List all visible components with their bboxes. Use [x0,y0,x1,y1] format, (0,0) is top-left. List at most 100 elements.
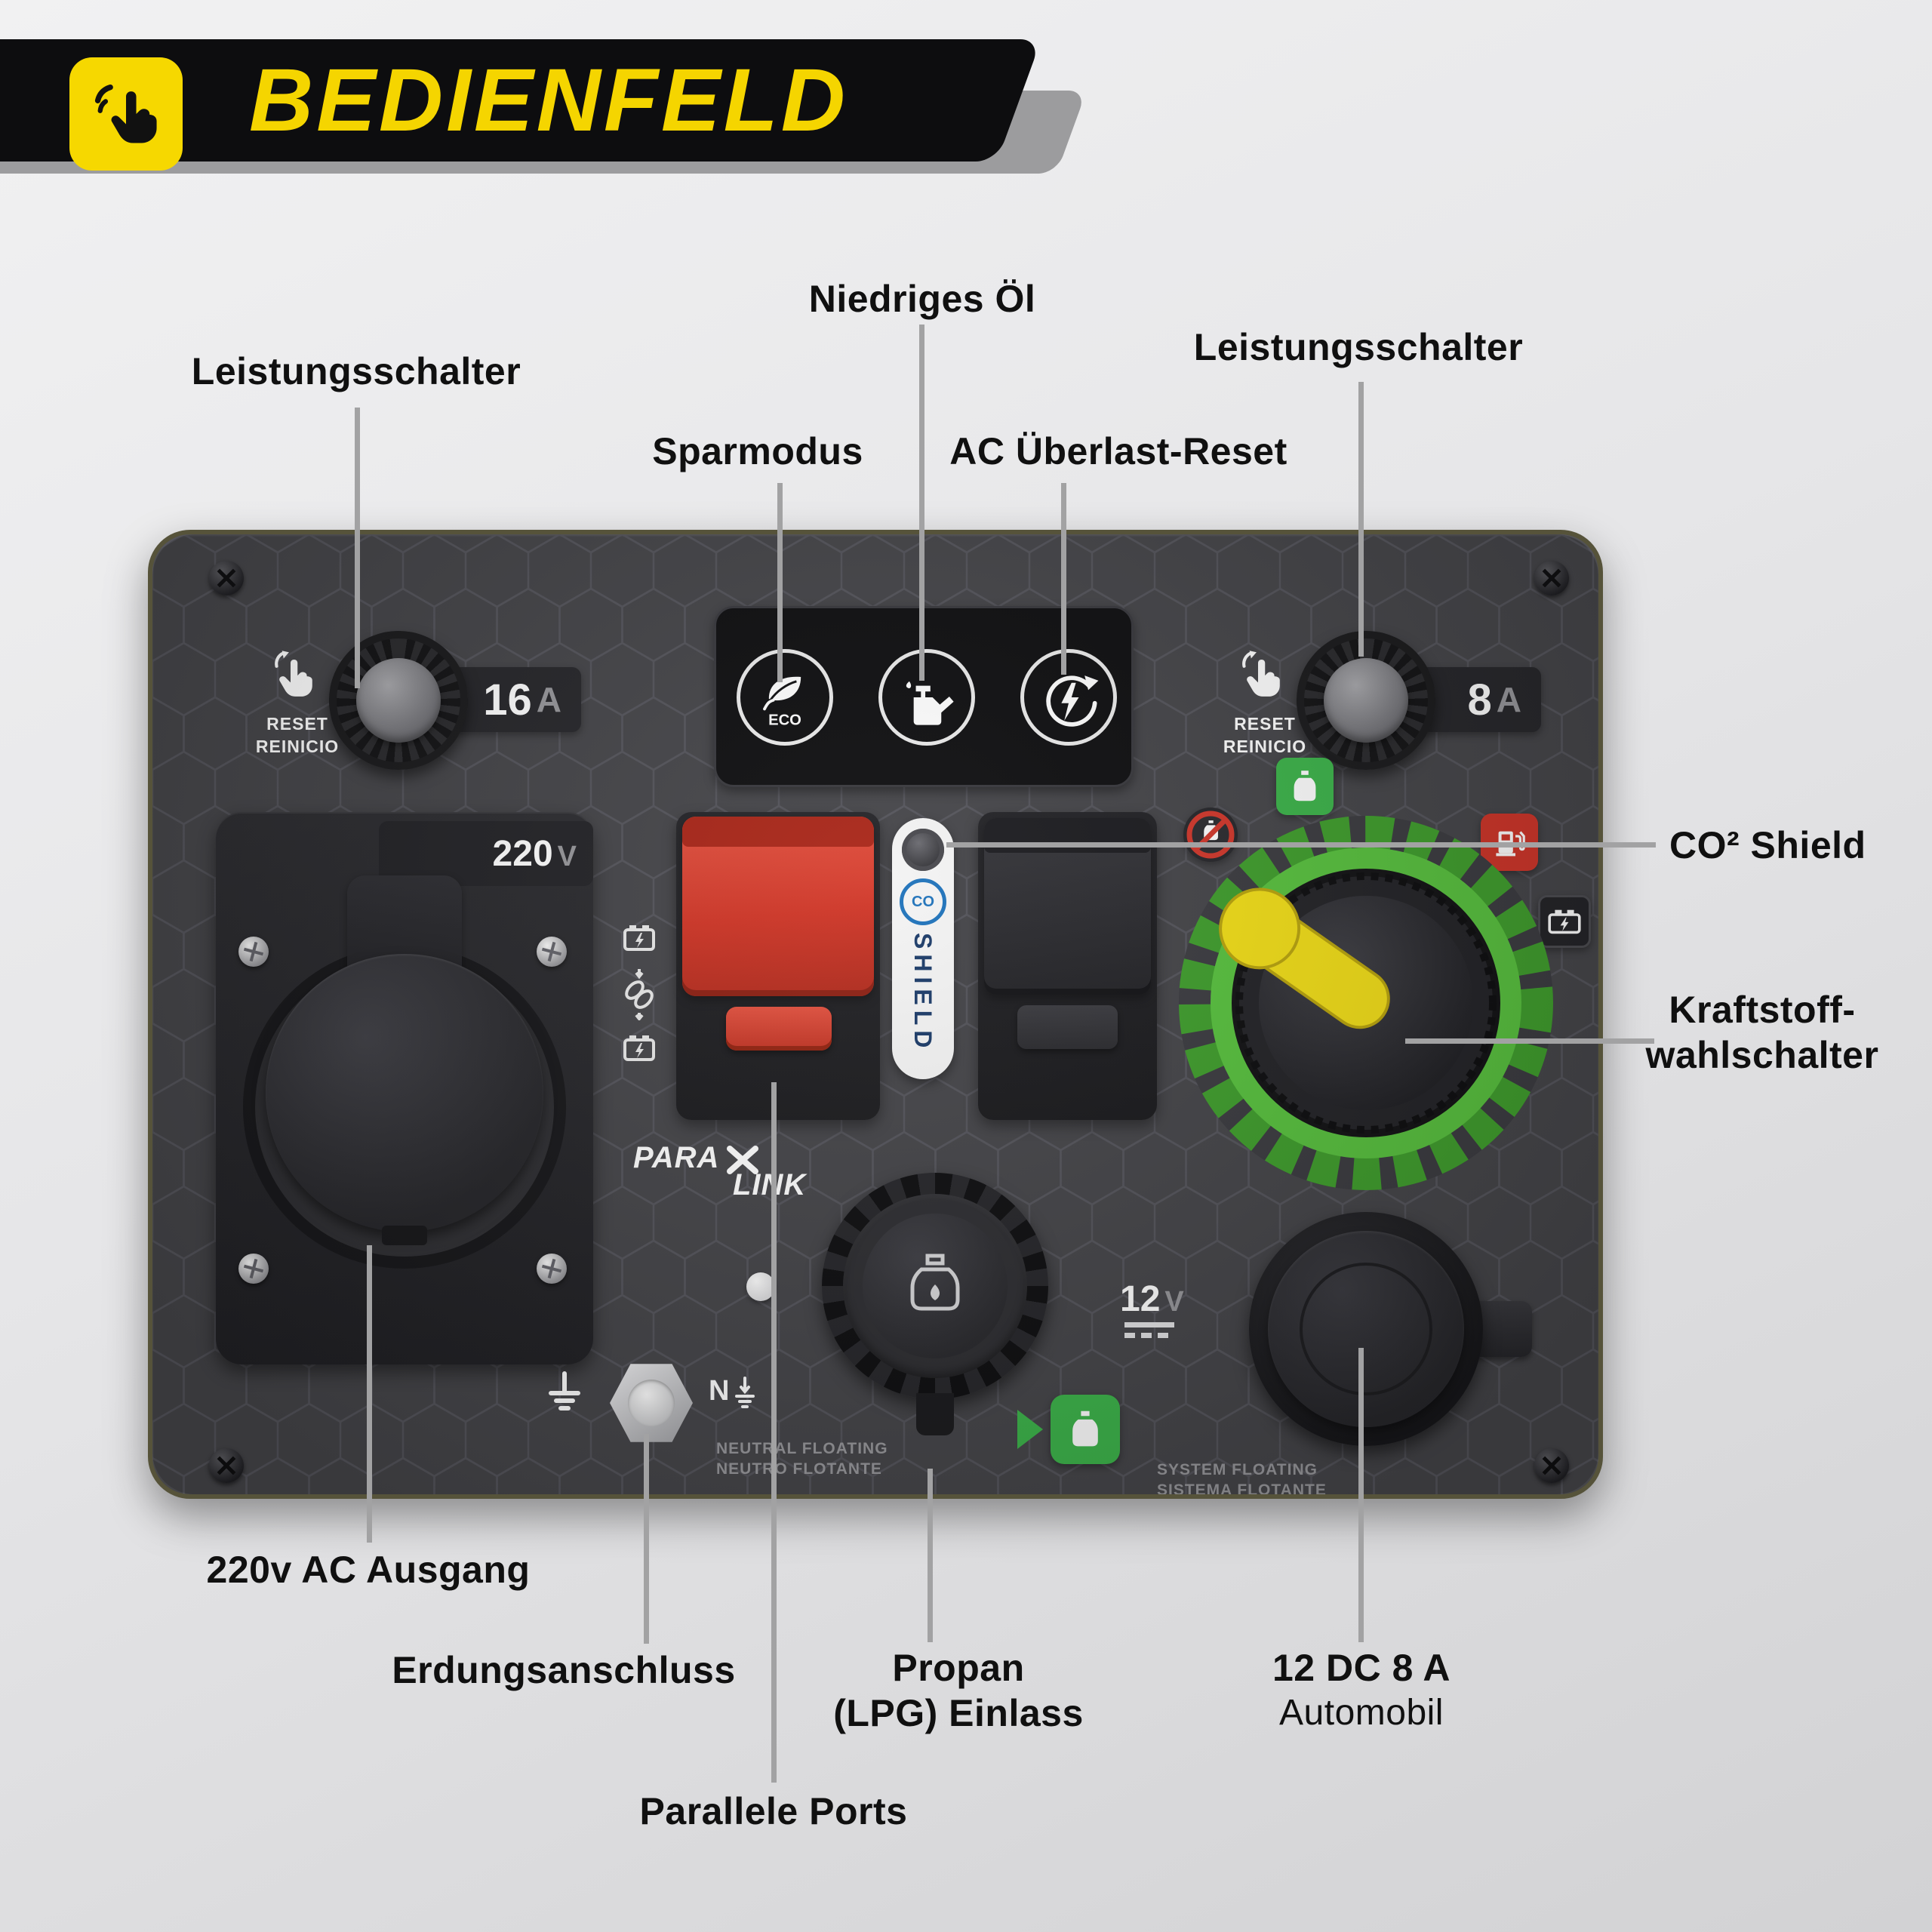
callout-line [777,483,783,682]
label-breaker-left: Leistungsschalter [191,350,521,392]
voltage-unit: V [557,840,577,872]
amp-unit: A [1496,680,1521,719]
voltage-value: 220 [492,833,553,874]
reset-line2: REINICIO [255,737,340,756]
panel-indicator-dot [746,1272,775,1301]
neutral-ground-icon [735,1377,755,1408]
reset-line2: REINICIO [1223,737,1307,756]
ac-outlet-cover-latch[interactable] [382,1226,427,1245]
callout-line [919,325,924,681]
panel-screw-icon [209,561,244,595]
link-x-icon [727,1146,758,1174]
arrow-right-icon [1017,1410,1043,1449]
callout-line [355,408,360,688]
callout-line [946,842,1656,848]
reset-line1: RESET [1234,714,1296,734]
lpg-inlet-cap[interactable] [863,1214,1008,1358]
breaker-16a-reset-button[interactable] [329,631,468,770]
note-line2: SISTEMA FLOTANTE [1157,1481,1327,1499]
panel-screw-icon [1534,561,1569,595]
callout-line [928,1469,933,1642]
amp-unit: A [536,680,561,719]
dc-outlet-cover[interactable] [1268,1231,1464,1427]
neutral-letter: N [709,1375,730,1407]
callout-line [1061,483,1066,675]
ground-symbol-icon [549,1371,580,1411]
label-dc-output: 12 DC 8 A Automobil [1188,1645,1535,1736]
note-line1: NEUTRAL FLOATING [716,1440,888,1457]
low-oil-icon [878,649,975,746]
note-line1: SYSTEM FLOATING [1157,1461,1318,1478]
label-low-oil: Niedriges Öl [808,278,1036,320]
co2-indicator-light [902,829,944,871]
chain-link-icon [625,969,654,1020]
tap-hand-icon [275,651,312,697]
neutral-symbol: N [709,1377,758,1411]
dc-symbol-solid-line [1124,1322,1174,1327]
lpg-inlet-tab [916,1393,954,1435]
callout-line [771,1082,777,1783]
dc-outlet-voltage-label: 12 V [1120,1278,1211,1320]
ac-outlet-voltage-label: 220 V [379,821,593,886]
unit-battery-icon [623,1035,655,1061]
reset-line1: RESET [266,714,328,734]
gas-bottle-icon [910,1254,960,1311]
breaker-8a-reset-button[interactable] [1297,631,1435,770]
paralink-logo: PARA LINK [633,1141,844,1204]
voltage-value: 12 [1120,1279,1161,1319]
battery-icon [1538,895,1591,948]
paralink-word2: LINK [733,1168,807,1201]
eco-mode-icon: ECO [737,649,833,746]
svg-text:ECO: ECO [768,712,801,729]
outlet-screw-icon [537,937,567,967]
lpg-fuel-icon [1276,758,1334,815]
label-ground: Erdungsanschluss [392,1649,736,1691]
label-breaker-right: Leistungsschalter [1193,326,1524,368]
label-line2: (LPG) Einlass [833,1692,1084,1734]
click-hand-logo [69,57,183,171]
outlet-screw-icon [238,937,269,967]
label-line1: 12 DC 8 A [1272,1647,1451,1689]
unit-battery-icon [623,925,655,951]
generator-control-panel: 16 A RESET REINICIO 8 A RESET REINICIO [148,530,1603,1499]
callout-line [367,1245,372,1543]
hand-click-icon [94,85,157,143]
label-parallel-ports: Parallele Ports [639,1790,908,1832]
panel-screw-icon [1534,1448,1569,1483]
tap-hand-icon [1242,651,1280,697]
paralink-word1: PARA [633,1141,720,1174]
note-line2: NEUTRO FLOTANTE [716,1460,882,1478]
overload-reset-icon [1020,649,1117,746]
parallel-port-red-latch[interactable] [726,1007,832,1051]
fuel-selector-knob[interactable] [1155,792,1577,1214]
callout-line [644,1434,649,1644]
reset-label: RESET REINICIO [1209,712,1321,758]
page-title: BEDIENFELD [249,51,848,150]
co-shield-label: SHIELD [909,933,937,1054]
reset-label: RESET REINICIO [242,712,353,758]
outlet-screw-icon [537,1254,567,1284]
panel-screw-icon [209,1448,244,1483]
callout-line [1358,1348,1364,1642]
amp-value: 8 [1467,675,1492,724]
label-line1: Kraftstoff- [1669,989,1856,1031]
co-shield-logo: CO [900,878,946,925]
ac-outlet-cover[interactable] [266,954,543,1232]
callout-line [1405,1038,1654,1044]
label-ac-output: 220v AC Ausgang [206,1549,531,1591]
label-eco-mode: Sparmodus [652,430,863,472]
label-line1: Propan [892,1647,1025,1689]
callout-line [1358,382,1364,657]
label-overload-reset: AC Überlast-Reset [949,430,1287,472]
parallel-port-black-latch[interactable] [1017,1005,1118,1049]
label-propane-inlet: Propan (LPG) Einlass [785,1645,1132,1736]
label-fuel-selector: Kraftstoff- wahlschalter [1600,987,1924,1078]
voltage-unit: V [1164,1286,1184,1318]
neutral-floating-note: NEUTRAL FLOATING NEUTRO FLOTANTE [716,1438,958,1479]
amp-value: 16 [483,675,532,724]
lpg-bottle-badge [1051,1395,1120,1464]
parallel-port-red-cover[interactable] [682,817,874,996]
outlet-screw-icon [238,1254,269,1284]
label-line2: wahlschalter [1645,1034,1879,1076]
